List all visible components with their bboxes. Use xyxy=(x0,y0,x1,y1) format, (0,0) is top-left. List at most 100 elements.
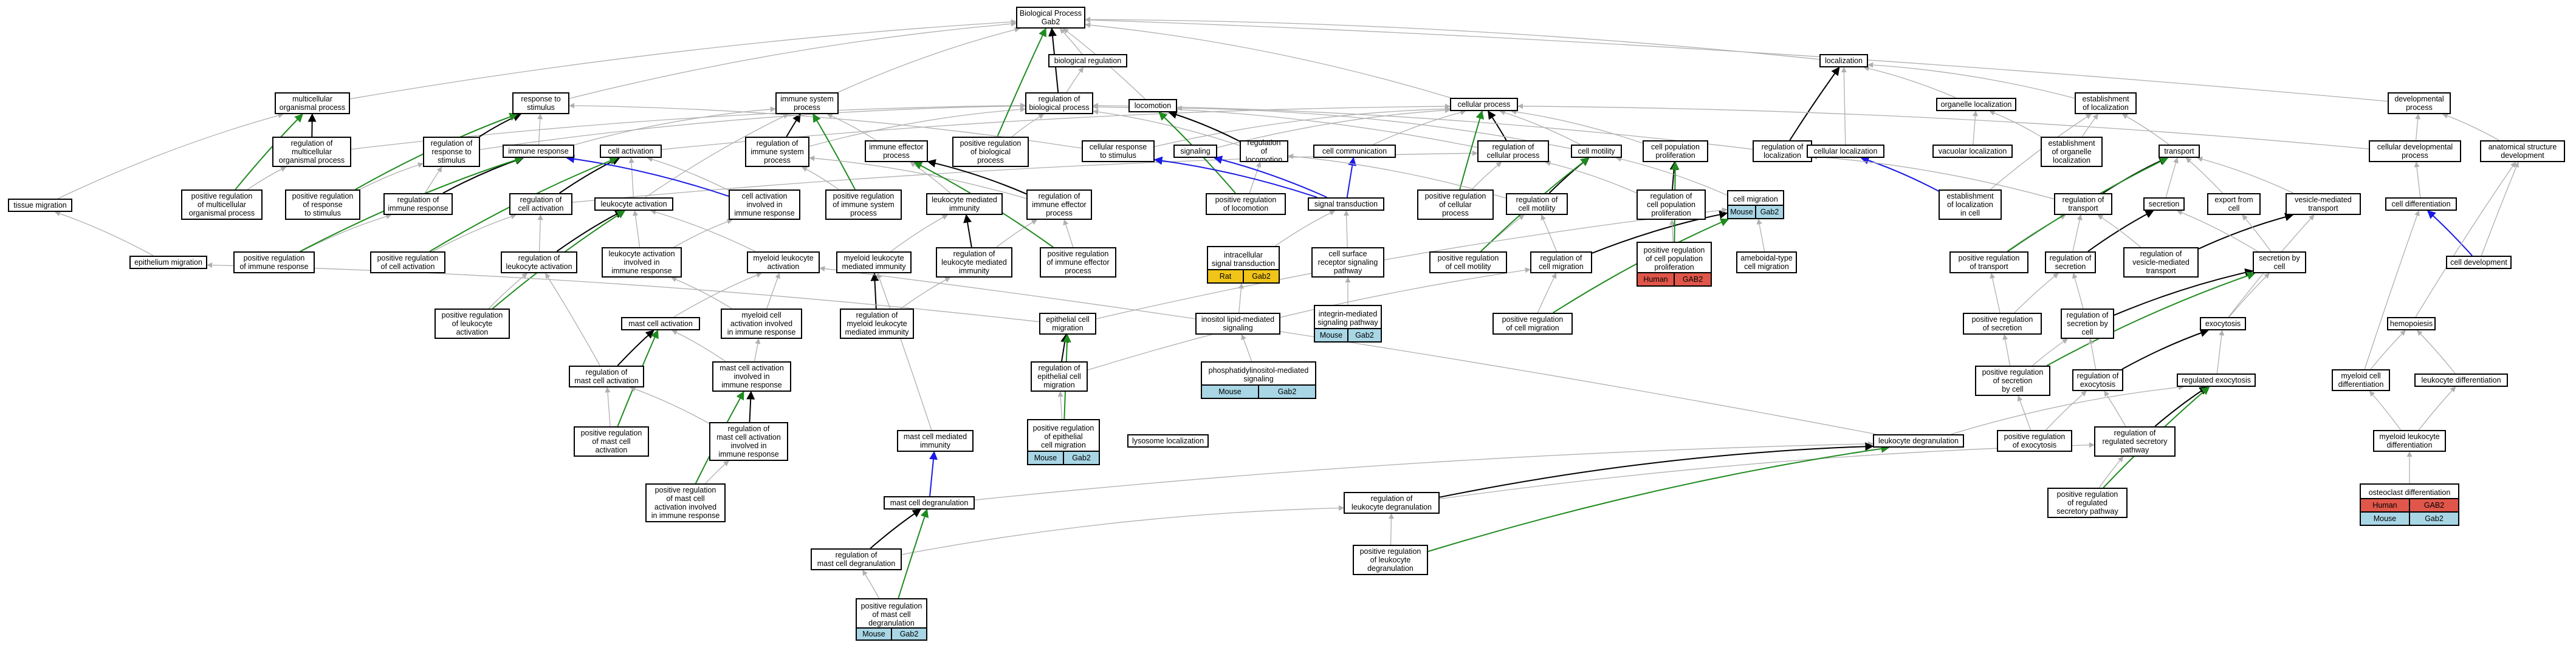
node-epithelium-migration[interactable]: epithelium migration xyxy=(129,256,207,269)
node-immune-system-process[interactable]: immune system process xyxy=(775,92,839,114)
node-cell-motility[interactable]: cell motility xyxy=(1571,145,1622,158)
node-positive-regulation-of-leukocyte-degranulation[interactable]: positive regulation of leukocyte degranu… xyxy=(1353,545,1428,575)
node-response-to-stimulus[interactable]: response to stimulus xyxy=(512,92,569,114)
node-exocytosis[interactable]: exocytosis xyxy=(2200,317,2246,330)
node-positive-regulation-of-mast-cell-activation[interactable]: positive regulation of mast cell activat… xyxy=(574,426,649,457)
node-leukocyte-activation[interactable]: leukocyte activation xyxy=(594,197,673,211)
node-regulation-of-regulated-secretory-pathway[interactable]: regulation of regulated secretory pathwa… xyxy=(2094,426,2176,457)
node-mast-cell-mediated-immunity[interactable]: mast cell mediated immunity xyxy=(897,430,974,452)
node-signaling[interactable]: signaling xyxy=(1173,145,1217,158)
node-positive-regulation-of-immune-effector-process[interactable]: positive regulation of immune effector p… xyxy=(1040,247,1116,278)
node-cellular-developmental-process[interactable]: cellular developmental process xyxy=(2369,140,2461,162)
node-cell-activation-involved-in-immune-response[interactable]: cell activation involved in immune respo… xyxy=(729,189,800,220)
node-regulation-of-cell-activation[interactable]: regulation of cell activation xyxy=(509,193,572,215)
node-secretion-by-cell[interactable]: secretion by cell xyxy=(2253,251,2306,273)
node-regulation-of-immune-system-process[interactable]: regulation of immune system process xyxy=(745,137,809,167)
node-regulation-of-multicellular-organismal-process[interactable]: regulation of multicellular organismal p… xyxy=(272,137,351,167)
node-regulation-of-vesicle-mediated-transport[interactable]: regulation of vesicle-mediated transport xyxy=(2123,247,2199,278)
node-inositol-lipid-mediated-signaling[interactable]: inositol lipid-mediated signaling xyxy=(1195,313,1280,335)
node-establishment-of-localization-in-cell[interactable]: establishment of localization in cell xyxy=(1939,189,2002,220)
node-positive-regulation-of-locomotion[interactable]: positive regulation of locomotion xyxy=(1206,193,1286,215)
node-myeloid-cell-activation-involved-in-immune-response[interactable]: myeloid cell activation involved in immu… xyxy=(721,309,802,339)
node-epithelial-cell-migration[interactable]: epithelial cell migration xyxy=(1039,313,1096,335)
node-mast-cell-degranulation[interactable]: mast cell degranulation xyxy=(884,496,975,510)
node-regulation-of-transport[interactable]: regulation of transport xyxy=(2054,193,2112,215)
node-myeloid-cell-differentiation[interactable]: myeloid cell differentiation xyxy=(2332,369,2390,391)
node-positive-regulation-of-cell-population-proliferation[interactable]: positive regulation of cell population p… xyxy=(1637,242,1712,287)
node-positive-regulation-of-multicellular-organismal-process[interactable]: positive regulation of multicellular org… xyxy=(181,189,263,220)
node-secretion[interactable]: secretion xyxy=(2143,197,2185,211)
node-leukocyte-mediated-immunity[interactable]: leukocyte mediated immunity xyxy=(926,193,1003,215)
node-export-from-cell[interactable]: export from cell xyxy=(2207,193,2261,215)
node-mast-cell-activation[interactable]: mast cell activation xyxy=(621,317,700,330)
node-positive-regulation-of-leukocyte-activation[interactable]: positive regulation of leukocyte activat… xyxy=(434,309,510,339)
node-regulation-of-leukocyte-activation[interactable]: regulation of leukocyte activation xyxy=(501,251,577,273)
node-positive-regulation-of-secretion[interactable]: positive regulation of secretion xyxy=(1963,313,2042,335)
node-regulation-of-cell-migration[interactable]: regulation of cell migration xyxy=(1530,251,1592,273)
node-regulation-of-cell-population-proliferation[interactable]: regulation of cell population proliferat… xyxy=(1637,189,1706,220)
node-positive-regulation-of-cell-migration[interactable]: positive regulation of cell migration xyxy=(1492,313,1573,335)
node-signal-transduction[interactable]: signal transduction xyxy=(1308,197,1384,211)
node-tissue-migration[interactable]: tissue migration xyxy=(8,199,72,212)
node-regulation-of-immune-response[interactable]: regulation of immune response xyxy=(383,193,453,215)
node-cell-communication[interactable]: cell communication xyxy=(1313,145,1396,158)
node-vesicle-mediated-transport[interactable]: vesicle-mediated transport xyxy=(2286,193,2361,215)
node-vacuolar-localization[interactable]: vacuolar localization xyxy=(1932,145,2013,158)
node-leukocyte-activation-involved-in-immune-response[interactable]: leukocyte activation involved in immune … xyxy=(602,247,682,278)
node-biological-regulation[interactable]: biological regulation xyxy=(1048,54,1127,67)
node-immune-response[interactable]: immune response xyxy=(503,145,574,158)
node-regulation-of-localization[interactable]: regulation of localization xyxy=(1753,140,1812,162)
node-myeloid-leukocyte-activation[interactable]: myeloid leukocyte activation xyxy=(747,251,820,273)
node-regulation-of-secretion[interactable]: regulation of secretion xyxy=(2045,251,2096,273)
node-positive-regulation-of-cell-motility[interactable]: positive regulation of cell motility xyxy=(1429,251,1507,273)
node-transport[interactable]: transport xyxy=(2159,145,2200,158)
node-positive-regulation-of-cellular-process[interactable]: positive regulation of cellular process xyxy=(1417,189,1494,220)
node-regulation-of-locomotion[interactable]: regulation of locomotion xyxy=(1240,138,1288,164)
node-cell-activation[interactable]: cell activation xyxy=(600,145,662,158)
node-establishment-of-localization[interactable]: establishment of localization xyxy=(2075,92,2137,114)
node-locomotion[interactable]: locomotion xyxy=(1128,99,1177,112)
node-positive-regulation-of-regulated-secretory-pathway[interactable]: positive regulation of regulated secreto… xyxy=(2047,488,2128,518)
node-cell-surface-receptor-signaling-pathway[interactable]: cell surface receptor signaling pathway xyxy=(1311,247,1384,278)
node-multicellular-organismal-process[interactable]: multicellular organismal process xyxy=(275,92,350,114)
node-cellular-process[interactable]: cellular process xyxy=(1450,98,1518,111)
node-positive-regulation-of-transport[interactable]: positive regulation of transport xyxy=(1949,251,2028,273)
node-regulation-of-leukocyte-degranulation[interactable]: regulation of leukocyte degranulation xyxy=(1344,492,1440,514)
node-cell-development[interactable]: cell development xyxy=(2446,256,2512,269)
node-cell-differentiation[interactable]: cell differentiation xyxy=(2385,197,2457,211)
node-myeloid-leukocyte-differentiation[interactable]: myeloid leukocyte differentiation xyxy=(2373,430,2446,452)
node-establishment-of-organelle-localization[interactable]: establishment of organelle localization xyxy=(2041,137,2103,167)
node-developmental-process[interactable]: developmental process xyxy=(2388,92,2451,114)
node-regulation-of-immune-effector-process[interactable]: regulation of immune effector process xyxy=(1026,189,1092,220)
node-positive-regulation-of-epithelial-cell-migration[interactable]: positive regulation of epithelial cell m… xyxy=(1027,419,1100,465)
node-leukocyte-degranulation[interactable]: leukocyte degranulation xyxy=(1873,434,1964,448)
node-lysosome-localization[interactable]: lysosome localization xyxy=(1127,434,1209,448)
node-leukocyte-differentiation[interactable]: leukocyte differentiation xyxy=(2414,373,2508,387)
node-positive-regulation-of-immune-response[interactable]: positive regulation of immune response xyxy=(233,251,315,273)
node-positive-regulation-of-biological-process[interactable]: positive regulation of biological proces… xyxy=(952,137,1029,167)
node-organelle-localization[interactable]: organelle localization xyxy=(1936,98,2016,111)
node-regulation-of-myeloid-leukocyte-mediated-immunity[interactable]: regulation of myeloid leukocyte mediated… xyxy=(840,309,914,339)
node-regulation-of-secretion-by-cell[interactable]: regulation of secretion by cell xyxy=(2061,309,2114,339)
node-positive-regulation-of-exocytosis[interactable]: positive regulation of exocytosis xyxy=(1997,430,2072,452)
node-regulation-of-mast-cell-activation-involved-in-immune-response[interactable]: regulation of mast cell activation invol… xyxy=(709,422,788,461)
node-regulation-of-mast-cell-degranulation[interactable]: regulation of mast cell degranulation xyxy=(811,548,902,570)
node-ameboidal-type-cell-migration[interactable]: ameboidal-type cell migration xyxy=(1736,251,1797,273)
node-myeloid-leukocyte-mediated-immunity[interactable]: myeloid leukocyte mediated immunity xyxy=(836,251,912,273)
node-positive-regulation-of-mast-cell-activation-involved-in-immune-response[interactable]: positive regulation of mast cell activat… xyxy=(645,483,726,522)
node-immune-effector-process[interactable]: immune effector process xyxy=(865,140,928,162)
node-regulation-of-biological-process[interactable]: regulation of biological process xyxy=(1025,92,1093,114)
node-regulation-of-mast-cell-activation[interactable]: regulation of mast cell activation xyxy=(569,366,644,387)
node-anatomical-structure-development[interactable]: anatomical structure development xyxy=(2480,140,2565,162)
node-positive-regulation-of-mast-cell-degranulation[interactable]: positive regulation of mast cell degranu… xyxy=(856,598,927,641)
node-regulation-of-cell-motility[interactable]: regulation of cell motility xyxy=(1506,193,1568,215)
node-positive-regulation-of-secretion-by-cell[interactable]: positive regulation of secretion by cell xyxy=(1975,366,2050,396)
node-mast-cell-activation-involved-in-immune-response[interactable]: mast cell activation involved in immune … xyxy=(712,361,791,392)
node-cellular-response-to-stimulus[interactable]: cellular response to stimulus xyxy=(1082,140,1155,162)
node-positive-regulation-of-response-to-stimulus[interactable]: positive regulation of response to stimu… xyxy=(285,189,360,220)
node-regulation-of-cellular-process[interactable]: regulation of cellular process xyxy=(1477,140,1549,162)
